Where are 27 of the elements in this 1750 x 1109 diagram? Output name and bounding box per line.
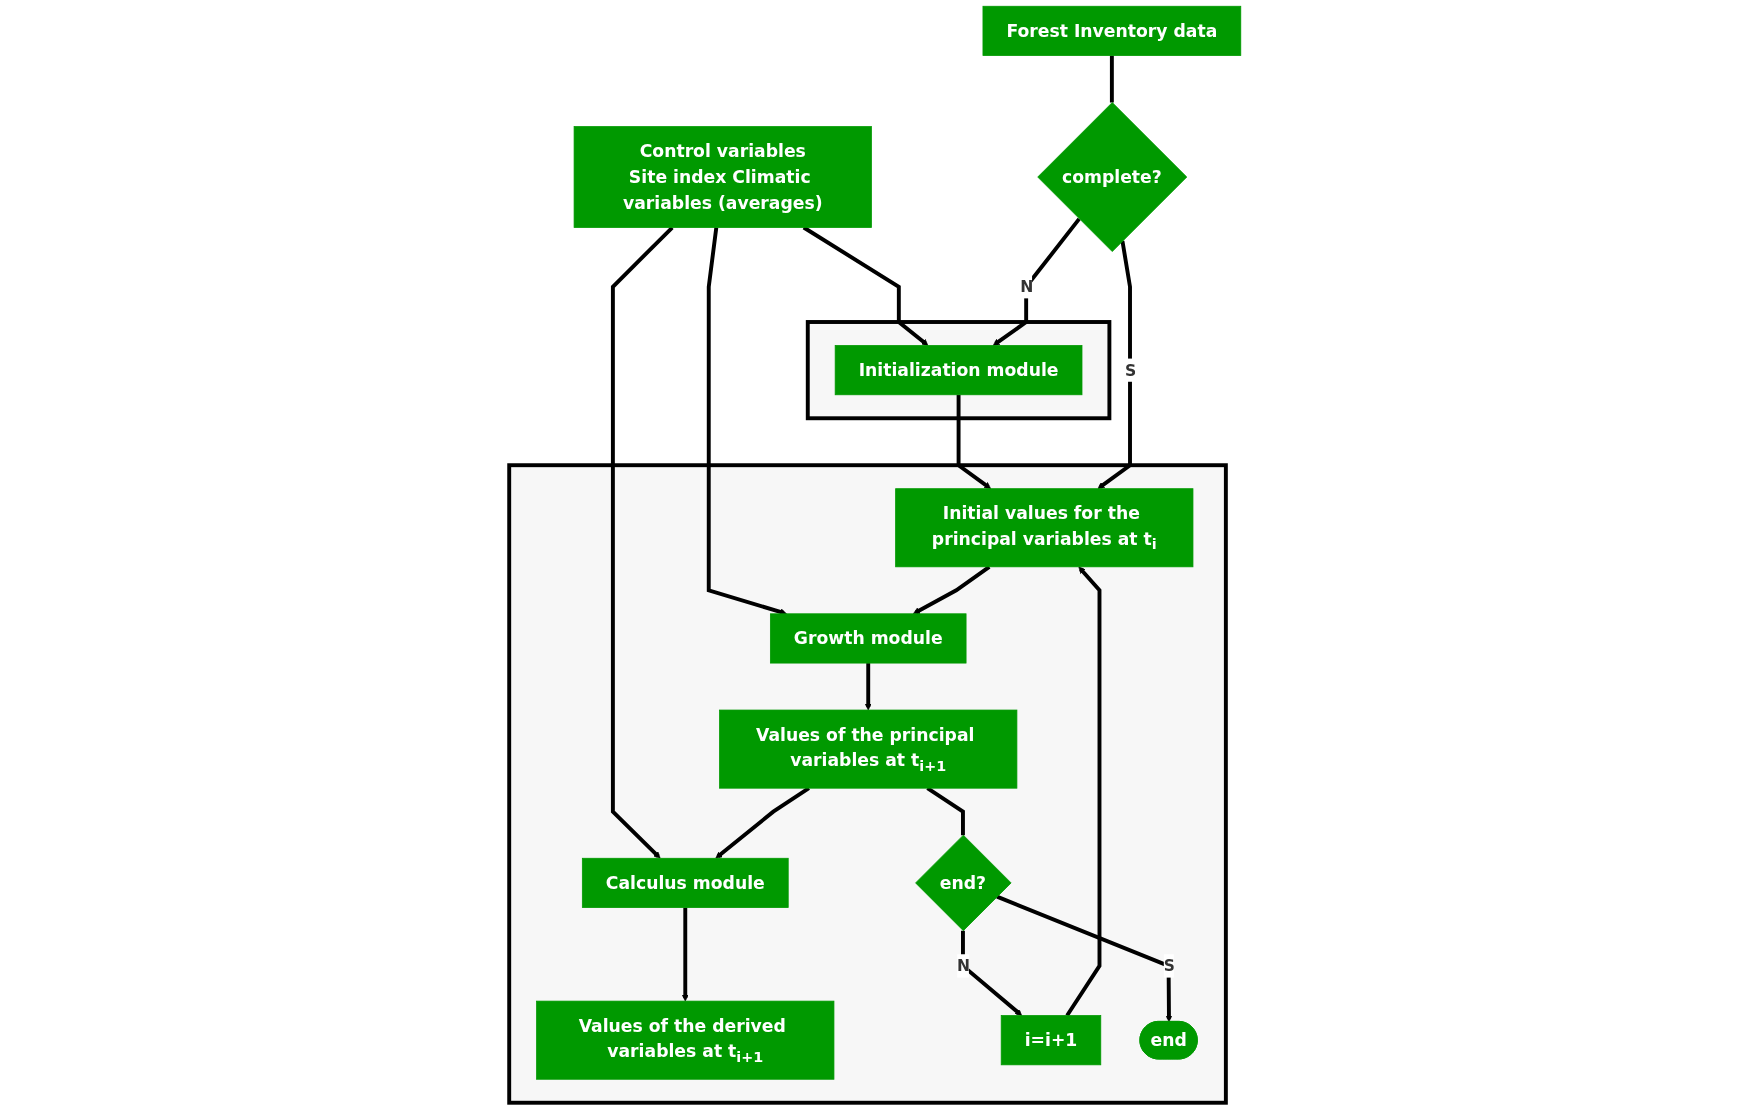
node-box: Values of the principal variables at t$_{i+1}$ bbox=[719, 709, 1018, 789]
node-box: Forest Inventory data bbox=[982, 5, 1242, 56]
node-box: Initialization module bbox=[834, 345, 1083, 396]
arrow bbox=[1097, 240, 1132, 489]
edge-label: N bbox=[1020, 277, 1033, 297]
node-box: Control variables Site index Climatic variables (averages) bbox=[573, 126, 872, 228]
connector bbox=[1109, 55, 1114, 103]
arrow bbox=[956, 394, 992, 489]
node-box: i=i+1 bbox=[1000, 1015, 1102, 1066]
arrow bbox=[1065, 566, 1102, 1017]
cluster bbox=[805, 320, 1112, 421]
node-diamond: end? bbox=[915, 834, 1012, 932]
arrow bbox=[913, 565, 991, 615]
arrow bbox=[992, 217, 1081, 346]
cluster bbox=[507, 463, 1228, 1105]
node-box: Calculus module bbox=[581, 857, 789, 908]
node-box: Initial values for the principal variables at t$_{i}$ bbox=[895, 488, 1194, 568]
arrow bbox=[681, 907, 689, 1002]
node-box: Values of the derived variables at t$_{i+1}$ bbox=[536, 1000, 835, 1080]
arrow bbox=[864, 663, 872, 711]
node-diamond: complete? bbox=[1037, 102, 1188, 252]
arrow bbox=[610, 226, 674, 859]
edge-label: S bbox=[1163, 956, 1175, 976]
edge-label: N bbox=[957, 956, 970, 976]
arrow bbox=[996, 894, 1173, 1023]
node-box: Growth module bbox=[770, 613, 967, 664]
edge-label: S bbox=[1125, 360, 1136, 380]
